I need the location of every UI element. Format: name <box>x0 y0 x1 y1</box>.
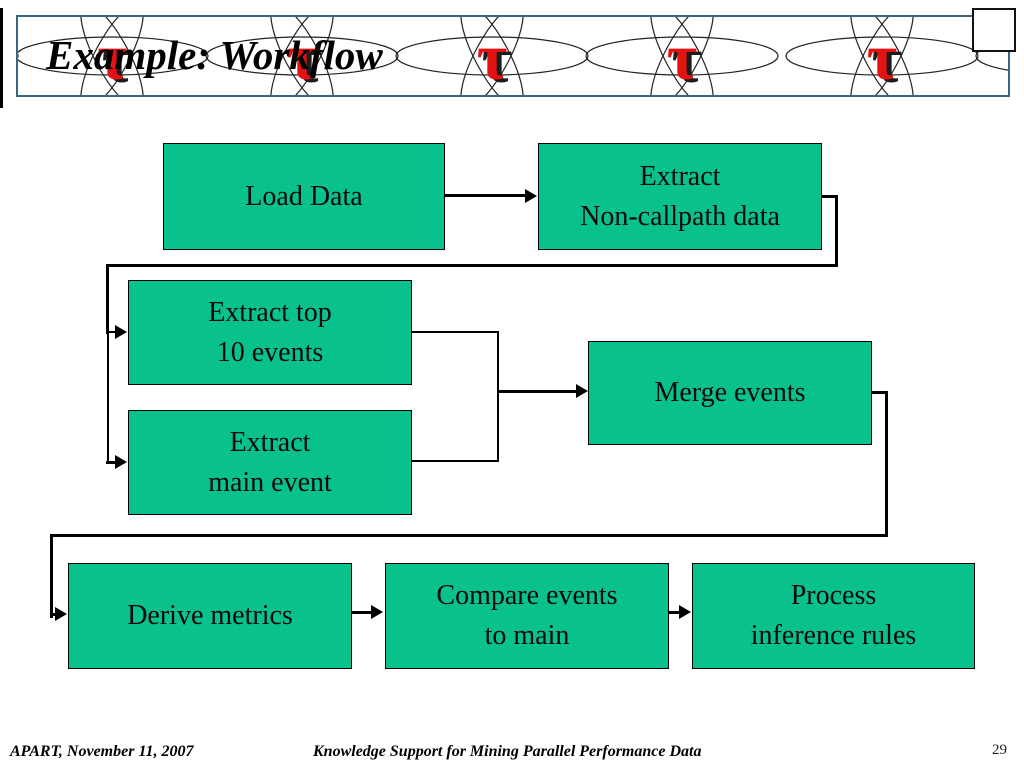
tau-icon: τ <box>286 21 318 94</box>
connector-extractnc-down <box>835 195 838 267</box>
flow-box-extract-noncallpath: Extract Non-callpath data <box>538 143 822 250</box>
connector-merge-down <box>885 391 888 537</box>
connector-into-top10 <box>106 331 118 333</box>
tau-icon: τ <box>476 21 508 94</box>
arrowhead-icon <box>115 325 127 339</box>
flow-box-load-data: Load Data <box>163 143 445 250</box>
flow-box-process-rules: Process inference rules <box>692 563 975 669</box>
connector-into-mainevent <box>106 461 118 464</box>
flow-box-extract-top10: Extract top 10 events <box>128 280 412 385</box>
flow-box-derive-metrics: Derive metrics <box>68 563 352 669</box>
connector-join-vertical <box>497 331 499 462</box>
atom-orbits-pattern <box>18 17 1008 95</box>
connector-to-merge <box>497 390 577 393</box>
arrowhead-icon <box>371 605 383 619</box>
connector-compare-to-process <box>667 611 681 614</box>
flow-box-compare-events: Compare events to main <box>385 563 669 669</box>
connector-mainevent-out <box>410 460 499 462</box>
arrowhead-icon <box>679 605 691 619</box>
connector-feedback-bottom <box>50 534 888 537</box>
arrowhead-icon <box>115 455 127 469</box>
arrowhead-icon <box>576 384 588 398</box>
flow-box-extract-main: Extract main event <box>128 410 412 515</box>
connector-into-derive <box>50 613 58 616</box>
connector-merge-out <box>870 391 888 394</box>
connector-derive-to-compare <box>350 611 373 614</box>
tau-icon: τ <box>866 21 898 94</box>
flow-box-merge-events: Merge events <box>588 341 872 445</box>
connector-left-drop-thin <box>107 334 109 464</box>
arrowhead-icon <box>525 189 537 203</box>
slide-left-edge <box>0 8 3 108</box>
tau-icon: τ <box>666 21 698 94</box>
title-banner: τ τ τ τ τ Example: Workflow <box>16 15 1010 97</box>
connector-top10-out <box>410 331 499 333</box>
slide-title: Example: Workflow <box>46 32 383 78</box>
arrowhead-icon <box>55 607 67 621</box>
corner-placeholder-box <box>972 8 1016 52</box>
footer-title: Knowledge Support for Mining Parallel Pe… <box>313 743 702 760</box>
footer-date: APART, November 11, 2007 <box>10 743 194 760</box>
page-number: 29 <box>992 742 1007 758</box>
connector-load-to-extractnc <box>443 194 527 197</box>
connector-derive-drop <box>50 534 53 618</box>
connector-feedback-top <box>106 264 838 267</box>
tau-icon: τ <box>96 21 128 94</box>
connector-extractnc-out <box>820 195 838 198</box>
connector-left-drop-thick <box>106 264 109 334</box>
